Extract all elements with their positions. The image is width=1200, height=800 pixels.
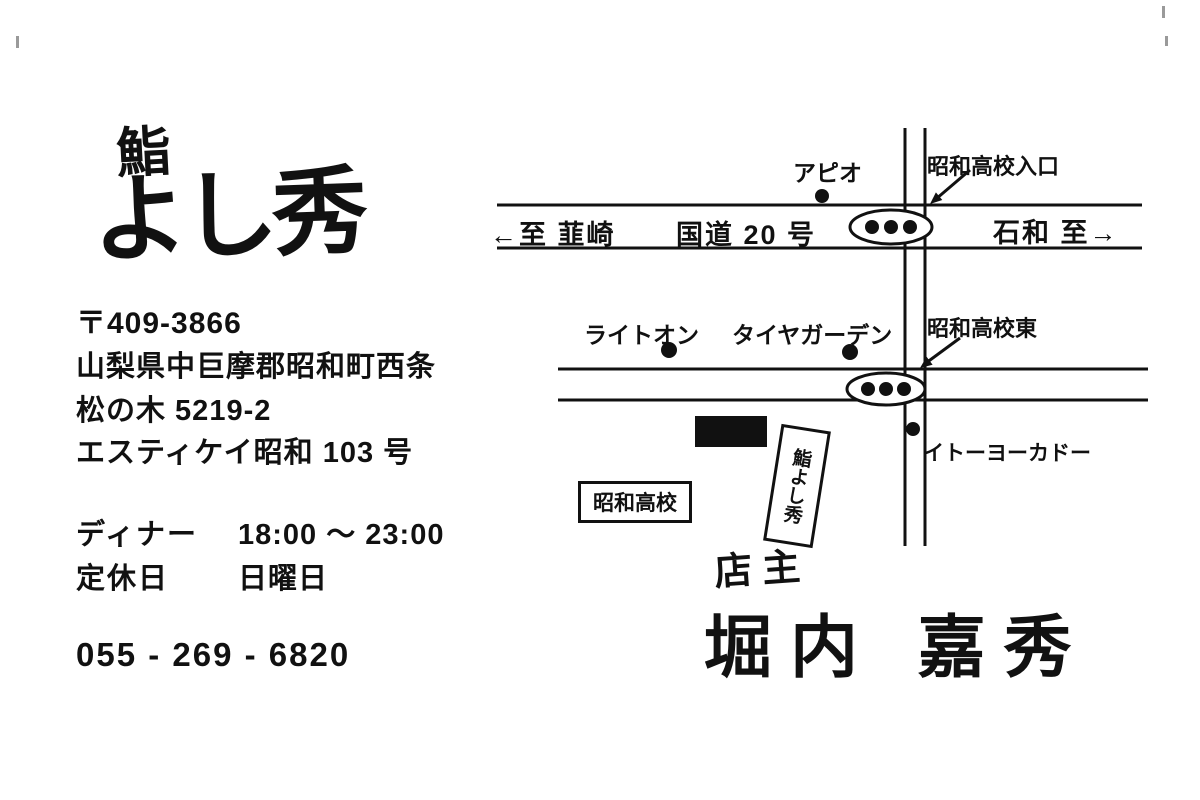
traffic-signal-icon (848, 208, 934, 246)
map-school-east-label: 昭和高校東 (927, 316, 1038, 341)
map-tire-garden-label: タイヤガーデン (732, 322, 893, 348)
traffic-signal-icon (845, 371, 927, 407)
map-righton-label: ライトオン (584, 322, 699, 348)
holiday-value: 日曜日 (238, 563, 329, 595)
map-to-isawa-label: 石和 至→ (993, 218, 1119, 248)
righton-dot (661, 342, 677, 358)
ito-yokado-dot (906, 422, 920, 436)
map-to-nirasaki-label: ←至 韮崎 (490, 220, 616, 250)
scan-artifact (1162, 6, 1165, 18)
address-line-1: 山梨県中巨摩郡昭和町西条 (76, 351, 437, 383)
tire-garden-dot (842, 344, 858, 360)
owner-name: 堀内 嘉秀 (704, 608, 1090, 688)
map-apio-label: アピオ (793, 160, 862, 186)
owner-title: 店主 (712, 542, 812, 595)
address-line-3: エスティケイ昭和 103 号 (76, 437, 414, 469)
scan-artifact (1165, 36, 1168, 46)
dinner-label: ディナー (76, 519, 198, 551)
dinner-hours: 18:00 ～ 23:00 (238, 519, 445, 551)
phone-number: 055 - 269 - 6820 (76, 636, 351, 673)
restaurant-block (695, 416, 767, 447)
map-route20-label: 国道 20 号 (676, 220, 817, 250)
school-east-arrow-icon (920, 336, 961, 368)
apio-dot (815, 189, 829, 203)
map-school-entrance-label: 昭和高校入口 (927, 154, 1060, 179)
school-entrance-arrow-icon (930, 168, 971, 204)
map-school-box: 昭和高校 (578, 481, 692, 523)
map-ito-yokado-label: イトーヨーカドー (923, 442, 1091, 465)
address-line-2: 松の木 5219-2 (76, 395, 272, 427)
postal-code: 〒409-3866 (76, 307, 242, 340)
scan-artifact (16, 36, 19, 48)
holiday-label: 定休日 (76, 563, 170, 595)
